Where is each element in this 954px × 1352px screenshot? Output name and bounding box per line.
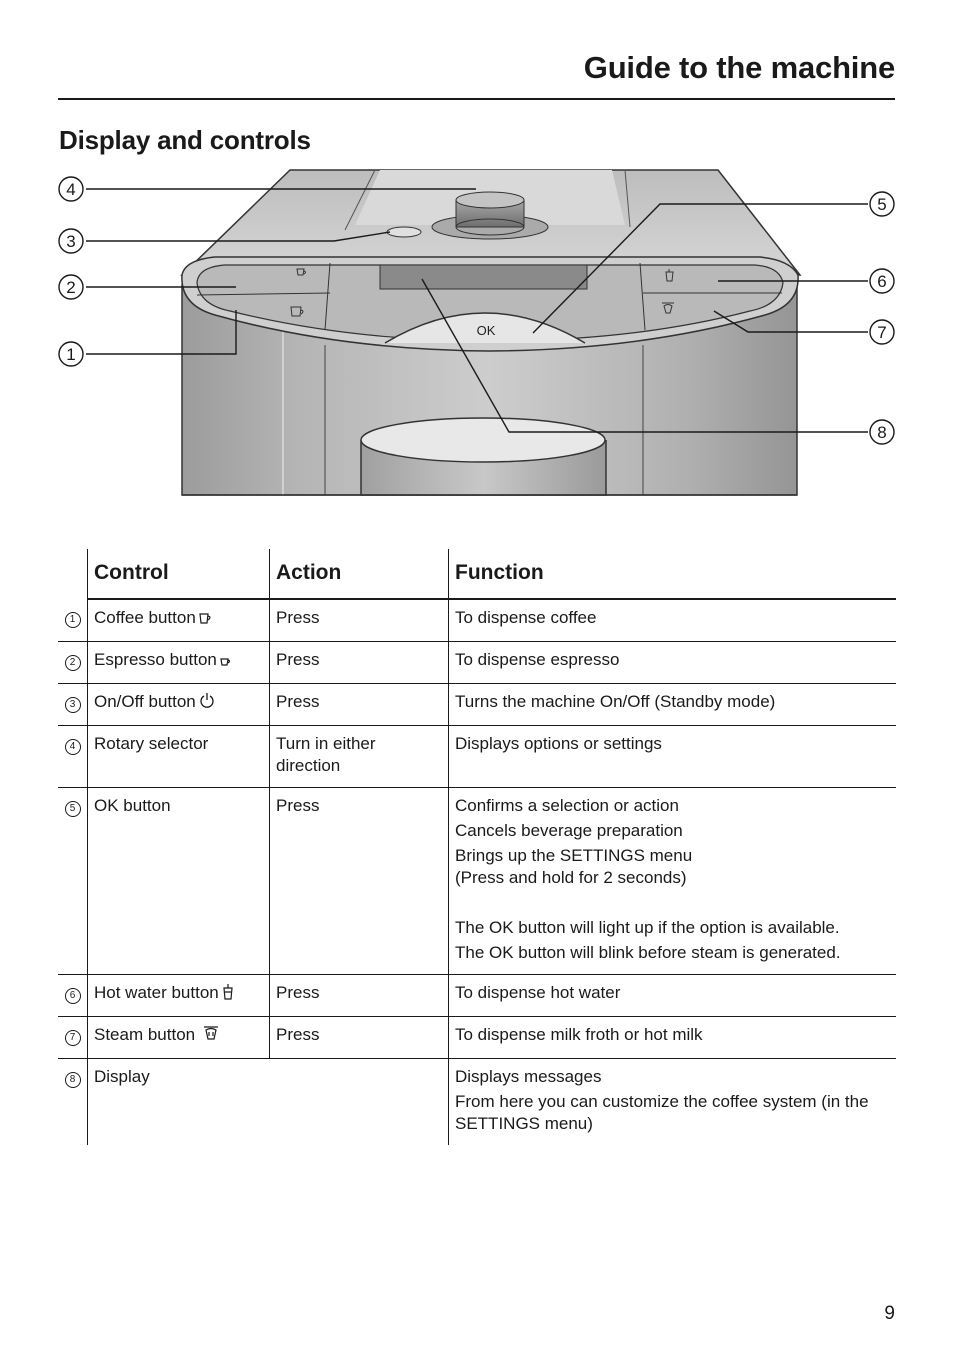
ok-button xyxy=(384,312,586,344)
control-name: Steam button xyxy=(94,1025,196,1044)
power-icon xyxy=(199,692,215,715)
row-number: 4 xyxy=(64,739,81,755)
function-text: To dispense espresso xyxy=(455,650,620,669)
ok-label: OK xyxy=(477,323,496,338)
svg-text:2: 2 xyxy=(66,278,75,297)
function-text: Confirms a selection or action xyxy=(455,796,679,815)
control-name: On/Off button xyxy=(94,692,196,711)
display-screen xyxy=(379,264,588,290)
steam-icon xyxy=(662,302,674,314)
row-number: 7 xyxy=(64,1030,81,1046)
table-header-row: Control Action Function xyxy=(58,549,896,600)
row-number: 3 xyxy=(64,697,81,713)
control-name: OK button xyxy=(94,796,171,815)
callout-6: 6 xyxy=(869,268,895,294)
on-off-button xyxy=(386,226,422,238)
function-text: The OK button will light up if the optio… xyxy=(455,918,840,937)
table-row: 8 Display Displays messages From here yo… xyxy=(58,1058,896,1145)
function-text: To dispense hot water xyxy=(455,983,621,1002)
callout-4: 4 xyxy=(58,176,84,202)
table-row: 4 Rotary selector Turn in either directi… xyxy=(58,725,896,788)
table-row: 7 Steam button Press To dispense milk fr… xyxy=(58,1016,896,1059)
page-number: 9 xyxy=(884,1303,895,1324)
action-text: Turn in either direction xyxy=(269,725,449,788)
page-header-title: Guide to the machine xyxy=(583,50,895,85)
header-rule xyxy=(58,98,895,100)
action-text: Press xyxy=(269,683,449,726)
action-text: Press xyxy=(269,599,449,642)
header-function: Function xyxy=(448,549,896,600)
header-action: Action xyxy=(269,549,449,600)
row-number: 1 xyxy=(64,612,81,628)
row-number: 8 xyxy=(64,1072,81,1088)
function-text: Cancels beverage preparation xyxy=(455,821,683,840)
action-text: Press xyxy=(269,787,449,975)
function-text: Displays messages xyxy=(455,1067,602,1086)
table-row: 2 Espresso button Press To dispense espr… xyxy=(58,641,896,684)
function-text: Displays options or settings xyxy=(455,734,662,753)
function-text: The OK button will blink before steam is… xyxy=(455,943,841,962)
row-number: 2 xyxy=(64,655,81,671)
function-text: Brings up the SETTINGS menu (Press and h… xyxy=(455,846,693,887)
callout-3: 3 xyxy=(58,228,84,254)
function-text: To dispense milk froth or hot milk xyxy=(455,1025,703,1044)
table-row: 3 On/Off button Press Turns the machine … xyxy=(58,683,896,726)
svg-text:3: 3 xyxy=(66,232,75,251)
svg-text:5: 5 xyxy=(877,195,886,214)
table-row: 5 OK button Press Confirms a selection o… xyxy=(58,787,896,975)
steam-icon xyxy=(203,1026,219,1048)
action-text: Press xyxy=(269,641,449,684)
table-row: 6 Hot water button Press To dispense hot… xyxy=(58,974,896,1017)
coffee-cup-icon xyxy=(199,609,213,631)
header-number-cell xyxy=(58,549,88,599)
coffee-cup-icon xyxy=(290,306,304,317)
svg-text:4: 4 xyxy=(66,180,75,199)
hot-water-icon xyxy=(665,269,674,282)
callout-2: 2 xyxy=(58,274,84,300)
control-name: Display xyxy=(94,1067,150,1086)
function-text: Turns the machine On/Off (Standby mode) xyxy=(455,692,776,711)
svg-text:1: 1 xyxy=(66,345,75,364)
svg-text:8: 8 xyxy=(877,423,886,442)
control-name: Hot water button xyxy=(94,983,219,1002)
espresso-cup-icon xyxy=(220,651,232,673)
control-name: Rotary selector xyxy=(94,734,209,753)
section-title: Display and controls xyxy=(59,125,311,155)
action-text: Press xyxy=(269,974,449,1017)
action-text: Press xyxy=(269,1016,449,1059)
machine-diagram: OK xyxy=(0,165,954,500)
callout-5: 5 xyxy=(869,191,895,217)
row-number: 5 xyxy=(64,801,81,817)
control-name: Coffee button xyxy=(94,608,196,627)
callout-8: 8 xyxy=(869,419,895,445)
hot-water-icon xyxy=(222,984,234,1006)
table-row: 1 Coffee button Press To dispense coffee xyxy=(58,599,896,642)
callout-1: 1 xyxy=(58,341,84,367)
controls-table: Control Action Function 1 Coffee button … xyxy=(58,549,896,1145)
header-control: Control xyxy=(87,549,270,600)
function-text: From here you can customize the coffee s… xyxy=(455,1092,869,1133)
svg-text:6: 6 xyxy=(877,272,886,291)
function-text: To dispense coffee xyxy=(455,608,597,627)
row-number: 6 xyxy=(64,988,81,1004)
control-name: Espresso button xyxy=(94,650,217,669)
espresso-cup-icon xyxy=(296,268,306,276)
svg-text:7: 7 xyxy=(877,323,886,342)
callout-7: 7 xyxy=(869,319,895,345)
